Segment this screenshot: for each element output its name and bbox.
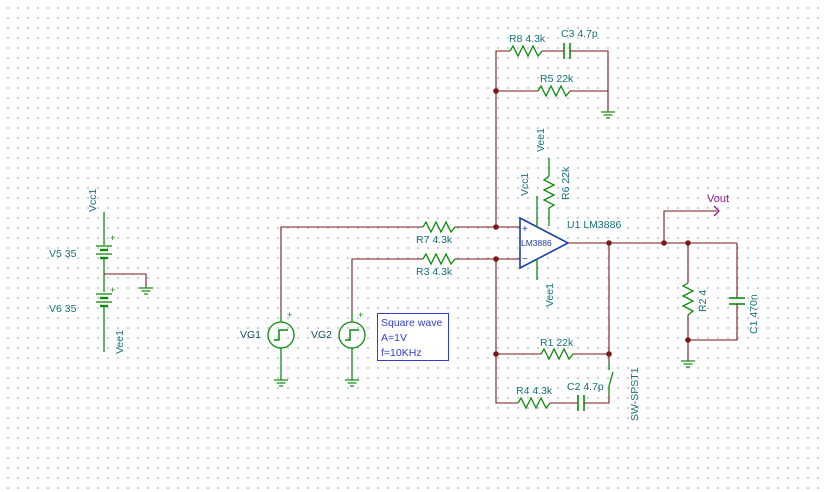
vout-probe[interactable]	[713, 205, 720, 217]
resistor-r5[interactable]	[537, 84, 571, 98]
label-r8: R8 4.3k	[509, 33, 546, 45]
label-vg1: VG1	[240, 329, 261, 341]
label-u1: U1 LM3886	[567, 219, 621, 231]
ground-symbol	[345, 379, 359, 387]
label-c2: C2 4.7p	[567, 381, 604, 393]
resistor-r3[interactable]	[422, 252, 456, 266]
battery-v6-symbol	[96, 293, 112, 308]
label-vee1-top: Vee1	[535, 128, 547, 152]
label-v5: V5 35	[49, 248, 77, 260]
generator-vg1[interactable]: +	[267, 310, 295, 380]
label-r2: R2 4	[697, 290, 709, 312]
label-r4: R4 4.3k	[516, 385, 553, 397]
supply-battery-stack[interactable]: + +	[96, 212, 115, 352]
label-r1: R1 22k	[540, 337, 574, 349]
label-r3: R3 4.3k	[416, 266, 453, 278]
svg-text:+: +	[358, 310, 363, 320]
resistor-r2[interactable]	[681, 282, 695, 316]
opamp-u1[interactable]: + −	[519, 216, 570, 270]
label-sw: SW-SPST1	[629, 367, 641, 421]
svg-text:+: +	[522, 224, 528, 235]
label-r6: R6 22k	[560, 166, 572, 200]
resistor-r1[interactable]	[540, 347, 574, 361]
resistor-r4[interactable]	[517, 396, 551, 410]
ground-symbol	[139, 287, 153, 295]
label-vout: Vout	[707, 193, 729, 205]
battery-v5-symbol	[96, 245, 112, 260]
junction-dot	[493, 224, 499, 230]
svg-text:+: +	[287, 310, 292, 320]
label-v6: V6 35	[49, 303, 77, 315]
label-vee1-bottom: Vee1	[544, 283, 556, 307]
label-vcc1-mid: Vcc1	[519, 172, 531, 196]
resistor-r8[interactable]	[509, 44, 543, 58]
label-vg2: VG2	[311, 329, 332, 341]
label-c3: C3 4.7p	[561, 28, 598, 40]
label-vee1-left: Vee1	[114, 330, 126, 354]
ground-symbol	[274, 379, 288, 387]
svg-text:+: +	[110, 233, 115, 243]
junction-dot	[606, 240, 612, 246]
capacitor-c1[interactable]	[729, 297, 745, 305]
annotation-note: Square wave A=1V f=10KHz	[377, 313, 449, 361]
note-line-3: f=10KHz	[381, 347, 422, 359]
label-opamp-part: LM3886	[521, 238, 552, 248]
switch-sw-spst1[interactable]	[608, 362, 614, 396]
svg-text:+: +	[110, 285, 115, 295]
generator-vg2[interactable]: +	[338, 310, 366, 380]
resistor-r7[interactable]	[422, 220, 456, 234]
capacitor-c2[interactable]	[577, 395, 585, 411]
label-r5: R5 22k	[540, 73, 574, 85]
capacitor-c3[interactable]	[563, 43, 571, 59]
label-vcc1-left: Vcc1	[87, 188, 99, 212]
svg-text:−: −	[522, 254, 528, 265]
junction-dot	[493, 256, 499, 262]
ground-symbol	[601, 111, 615, 119]
note-line-1: Square wave	[381, 317, 443, 329]
resistor-r6[interactable]	[542, 175, 556, 209]
note-line-2: A=1V	[381, 332, 407, 344]
label-r7: R7 4.3k	[416, 234, 453, 246]
junction-dot	[493, 88, 499, 94]
ground-symbol	[681, 360, 695, 368]
label-c1: C1 470n	[748, 294, 760, 334]
